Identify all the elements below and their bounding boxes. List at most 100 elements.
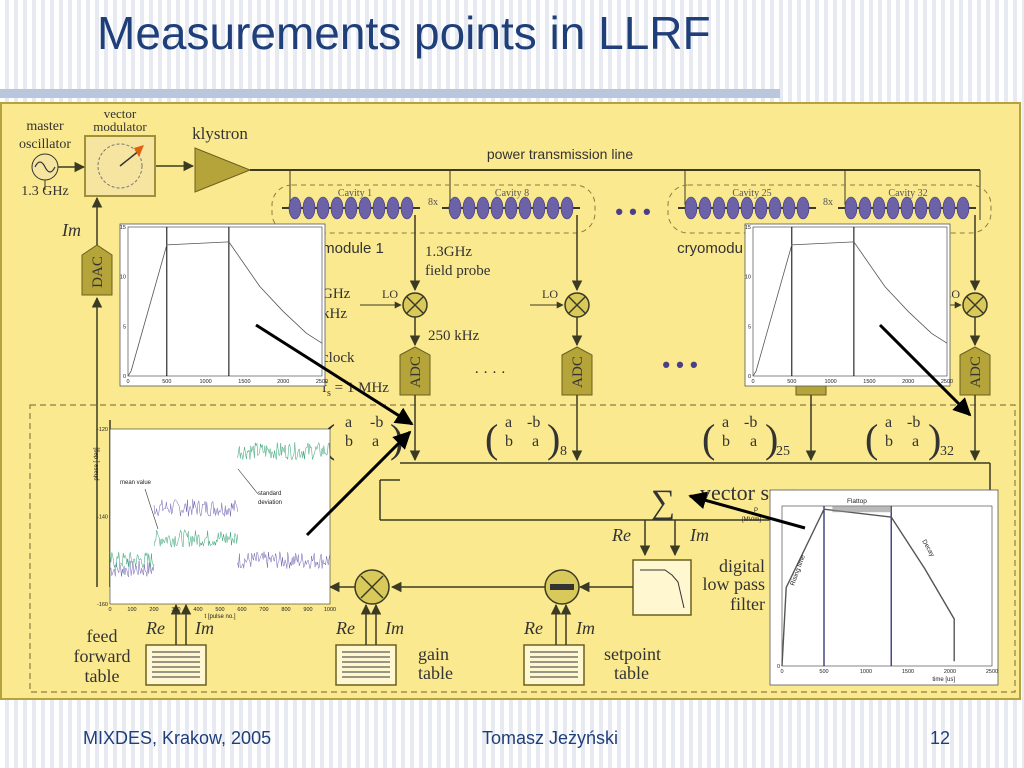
plot-area: [781, 505, 993, 667]
x-tick-label: 0: [780, 669, 783, 675]
annotation-leader: [237, 468, 259, 495]
chart-background: [769, 489, 999, 686]
cavity-cell: [712, 196, 726, 220]
y-tick-label: 5: [748, 324, 751, 330]
setpoint-label-2: table: [614, 663, 649, 683]
module-1-label: module 1: [322, 240, 384, 257]
x-tick-label: 500: [787, 379, 796, 385]
cavity-cell: [532, 196, 546, 220]
lpf-label-3: filter: [730, 594, 765, 614]
cavity-cell: [518, 196, 532, 220]
re-label-lpf: Re: [611, 525, 631, 545]
cryomodule-n-box: [667, 184, 992, 234]
annotation-leader: [144, 488, 159, 530]
cavity-ellipsis: • • •: [615, 199, 650, 224]
cavity-cell: [504, 196, 518, 220]
superconducting-cavities: [282, 196, 976, 220]
cavity-cell: [386, 196, 400, 220]
clock-label: clock: [322, 350, 355, 366]
data-line: [781, 508, 955, 667]
cavity-cell: [288, 196, 302, 220]
svg-text:b: b: [885, 433, 893, 450]
x-tick-label: 900: [303, 607, 312, 613]
oscillator-frequency: 1.3 GHz: [21, 184, 68, 199]
x-tick-label: 1000: [824, 379, 836, 385]
re-label-ff: Re: [145, 618, 165, 638]
vector-modulator-label-2: modulator: [93, 119, 147, 134]
controller-dashed-box: [29, 404, 1016, 693]
x-tick-label: 0: [108, 607, 111, 613]
x-tick-label: 0: [751, 379, 754, 385]
y-tick-label: 10: [745, 275, 751, 281]
cavity-cell: [546, 196, 560, 220]
cavity-cell: [872, 196, 886, 220]
phase-series-segment: [109, 560, 155, 577]
lo-label-1: LO: [382, 287, 398, 301]
re-label-setpoint: Re: [523, 618, 543, 638]
lo-label-2: LO: [542, 287, 558, 301]
cavity-cell: [914, 196, 928, 220]
im-label-lpf: Im: [689, 525, 709, 545]
svg-text:(: (: [865, 416, 878, 461]
re-label-gain: Re: [335, 618, 355, 638]
phase-series-segment: [153, 499, 238, 517]
field-probe-label-2: field probe: [425, 263, 491, 279]
x-tick-label: 800: [281, 607, 290, 613]
sampling-label: fs = 1 MHz: [322, 380, 389, 399]
adc-ellipsis: • • •: [662, 352, 697, 377]
phase-series-segment: [237, 551, 331, 570]
x-tick-label: 2500: [941, 379, 953, 385]
svg-text:b: b: [722, 433, 730, 450]
cavity-cell: [344, 196, 358, 220]
svg-text:b: b: [505, 433, 513, 450]
svg-text:-b: -b: [527, 414, 540, 431]
x-axis-label: time [us]: [932, 677, 955, 683]
feed-forward-label-2: forward: [74, 646, 131, 666]
x-tick-label: 1500: [238, 379, 250, 385]
vector-modulator-label-1: vector: [104, 106, 137, 121]
klystron-label: klystron: [192, 124, 248, 143]
cavity-cell: [796, 196, 810, 220]
pointer-arrow-1: [255, 323, 414, 426]
y-tick-label: 5: [123, 324, 126, 330]
master-oscillator-label-2: oscillator: [19, 137, 71, 152]
x-tick-label: 0: [126, 379, 129, 385]
svg-text:(: (: [702, 416, 715, 461]
cavity-cell: [372, 196, 386, 220]
x-tick-label: 1500: [863, 379, 875, 385]
cavity-cell: [448, 196, 462, 220]
master-oscillator-label-1: master: [26, 119, 64, 134]
cavity-cell: [476, 196, 490, 220]
cavity-cell: [844, 196, 858, 220]
svg-text:): ): [547, 416, 560, 461]
cavity-cell: [330, 196, 344, 220]
chart-background: [744, 223, 951, 387]
modulator-icon: [97, 143, 143, 189]
footer-author: Tomasz Jeżyński: [482, 728, 619, 748]
im-label-ff: Im: [194, 618, 214, 638]
x-tick-label: 700: [259, 607, 268, 613]
x-tick-label: 2500: [316, 379, 328, 385]
svg-text:a: a: [912, 433, 919, 450]
x-tick-label: 500: [162, 379, 171, 385]
cryomodule-label: cryomodu: [677, 240, 743, 257]
svg-text:a: a: [532, 433, 539, 450]
cavity-cell: [900, 196, 914, 220]
svg-text:a: a: [505, 414, 512, 431]
cavity-cell: [858, 196, 872, 220]
y-tick-label: 15: [120, 225, 126, 231]
cavity-cell: [782, 196, 796, 220]
svg-text:a: a: [885, 414, 892, 431]
sum-symbol: ∑: [651, 484, 675, 521]
page-title: Measurements points in LLRF: [97, 7, 711, 59]
cryomodule-1-box: [271, 184, 596, 234]
svg-text:b: b: [345, 433, 353, 450]
llrf-diagram: master oscillator 1.3 GHz vector modulat…: [0, 102, 1021, 700]
x-tick-label: 600: [237, 607, 246, 613]
field-probe-label-1: 1.3GHz: [425, 244, 472, 260]
title-underline: [0, 89, 780, 98]
data-line: [127, 241, 323, 377]
matrix-sub-32: 32: [940, 444, 954, 459]
svg-text:a: a: [750, 433, 757, 450]
